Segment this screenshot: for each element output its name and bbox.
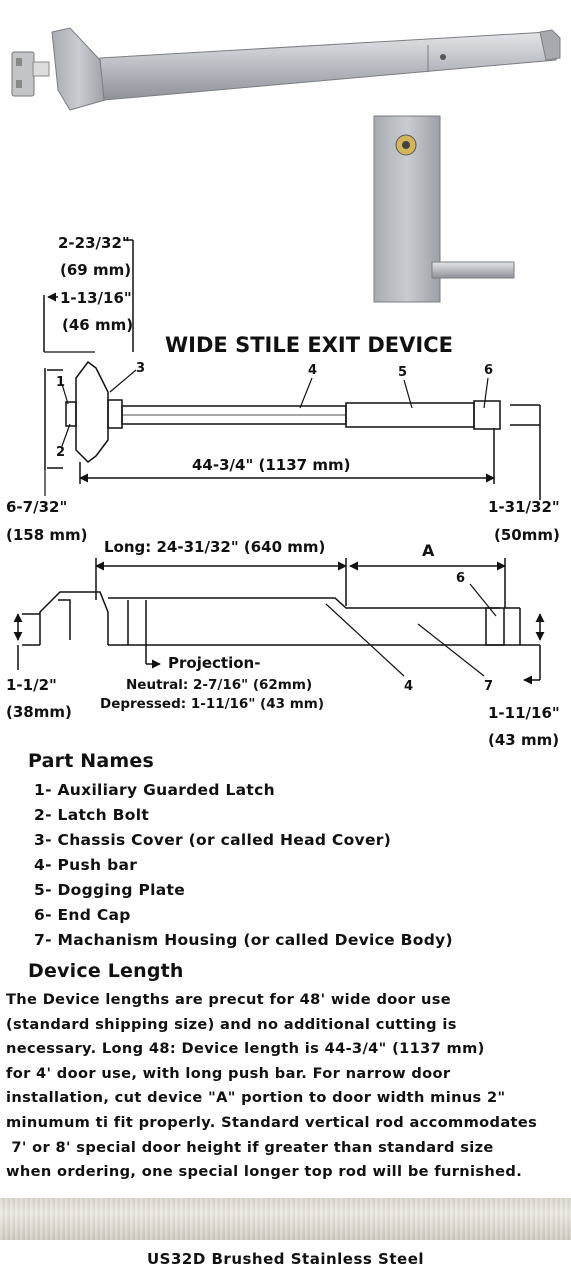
list-item: 5- Dogging Plate [34, 881, 186, 899]
device-length-paragraph: The Device lengths are precut for 48' wi… [6, 988, 566, 1185]
brushed-steel-swatch [0, 1198, 571, 1240]
latch-plate [11, 51, 35, 97]
dim-1-11-16: 1-11/16" [488, 704, 560, 722]
part-names-list: 1- Auxiliary Guarded Latch 2- Latch Bolt… [34, 778, 453, 953]
dim-46mm: (46 mm) [62, 316, 133, 334]
list-item: 4- Push bar [34, 856, 138, 874]
dim-69mm: (69 mm) [60, 261, 131, 279]
list-item: 1- Auxiliary Guarded Latch [34, 781, 275, 799]
chassis-head [51, 27, 106, 111]
finish-label: US32D Brushed Stainless Steel [146, 1250, 425, 1268]
top-view-drawing [44, 360, 541, 500]
side-view-drawing [13, 558, 545, 685]
projection-depressed: Depressed: 1-11/16" (43 mm) [100, 696, 324, 712]
dim-38mm: (38mm) [6, 703, 72, 721]
dim-1-1-2: 1-1/2" [6, 676, 57, 694]
trim-photo [373, 115, 515, 303]
dim-43mm: (43 mm) [488, 731, 559, 749]
callout-7: 7 [484, 679, 493, 694]
dim-6-7-32: 6-7/32" [6, 498, 67, 516]
list-item: 2- Latch Bolt [34, 806, 150, 824]
callout-3: 3 [136, 361, 145, 376]
paragraph-line: necessary. Long 48: Device length is 44-… [6, 1040, 485, 1058]
list-item: 6- End Cap [34, 906, 131, 924]
callout-1: 1 [56, 375, 65, 390]
dim-50mm: (50mm) [494, 526, 560, 544]
projection-neutral: Neutral: 2-7/16" (62mm) [126, 677, 312, 693]
list-item: 3- Chassis Cover (or called Head Cover) [34, 831, 392, 849]
exit-device-photo [11, 27, 561, 111]
exit-device-diagram: 2-23/32" (69 mm) 1-13/16" (46 mm) WIDE S… [6, 27, 561, 749]
callout-5: 5 [398, 365, 407, 380]
dim-1-31-32: 1-31/32" [488, 498, 560, 516]
paragraph-line: The Device lengths are precut for 48' wi… [6, 991, 452, 1008]
callout-4-side: 4 [404, 679, 413, 694]
dim-158mm: (158 mm) [6, 526, 88, 544]
dim-overall-length: 44-3/4" (1137 mm) [192, 456, 350, 474]
dim-2-23-32: 2-23/32" [58, 234, 130, 252]
dim-1-13-16: 1-13/16" [60, 289, 132, 307]
push-bar-photo [99, 31, 557, 101]
paragraph-line: 7' or 8' special door height if greater … [6, 1138, 494, 1156]
callout-2: 2 [56, 445, 65, 460]
paragraph-line: when ordering, one special longer top ro… [6, 1163, 523, 1181]
diagram-title: WIDE STILE EXIT DEVICE [165, 333, 453, 357]
trim-lever [431, 261, 515, 279]
paragraph-line: for 4' door use, with long push bar. For… [6, 1064, 451, 1082]
dim-a: A [422, 541, 435, 560]
paragraph-line: installation, cut device "A" portion to … [6, 1089, 506, 1107]
callout-6: 6 [484, 363, 493, 378]
projection-label: Projection- [168, 654, 260, 672]
list-item: 7- Machanism Housing (or called Device B… [34, 931, 453, 949]
callout-4: 4 [308, 363, 317, 378]
callout-6-side: 6 [456, 571, 465, 586]
paragraph-line: minumum ti fit properly. Standard vertic… [6, 1113, 538, 1131]
paragraph-line: (standard shipping size) and no addition… [6, 1015, 457, 1033]
dim-long: Long: 24-31/32" (640 mm) [104, 538, 325, 556]
device-length-heading: Device Length [28, 960, 184, 982]
part-names-heading: Part Names [28, 750, 155, 772]
